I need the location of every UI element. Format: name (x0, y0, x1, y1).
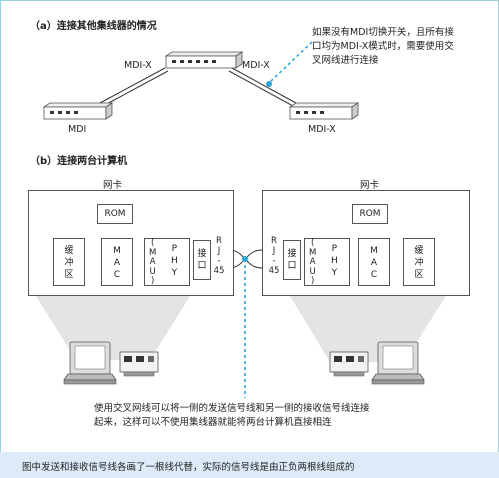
hub-top (164, 51, 244, 69)
right-rj45-char-4: 45 (268, 266, 280, 276)
left-mac-char-3: C (113, 270, 121, 280)
right-phy-char-3: Y (331, 268, 338, 278)
left-phy-char-1: P (171, 244, 178, 254)
hub-cables (99, 67, 297, 107)
right-rj45-char-1: R (271, 236, 277, 246)
right-buffer-char-2: 冲 (414, 258, 424, 268)
computer-left (63, 341, 117, 385)
right-mac-char-3: C (370, 270, 378, 280)
left-rj45-label: R J - 45 (209, 236, 229, 276)
left-buffer-char-2: 冲 (64, 258, 74, 268)
left-mau-label: ( M A U ) (149, 238, 157, 287)
right-phy-char-1: P (331, 244, 338, 254)
right-mac-char-2: A (370, 258, 378, 268)
right-buffer-box: 缓 冲 区 (403, 238, 435, 286)
left-rj45-char-2: J (217, 246, 221, 256)
right-mau-char-5: ) (311, 276, 315, 286)
right-mac-box: M A C (358, 238, 390, 286)
right-mac-label: M A C (359, 239, 389, 281)
note-b-line-2: 起来，这样可以不使用集线器就能将两台计算机直接相连 (94, 417, 332, 428)
note-b: 使用交叉网线可以将一侧的发送信号线和另一侧的接收信号线连接 起来，这样可以不使用… (94, 402, 424, 430)
right-mau-label: ( M A U ) (309, 238, 317, 287)
left-mau-char-2: M (149, 247, 157, 258)
left-mac-box: M A C (101, 238, 133, 286)
right-mau-char-3: A (309, 257, 316, 267)
right-mau-char-2: M (309, 247, 317, 258)
right-buffer-label: 缓 冲 区 (404, 239, 434, 281)
hub-right-label: MDI-X (308, 124, 336, 135)
right-rj45-char-3: - (272, 256, 276, 266)
right-rom-box: ROM (352, 204, 388, 224)
left-phy-box: ( M A U ) P H Y (144, 238, 190, 286)
left-phy-char-2: H (171, 256, 178, 266)
right-buffer-char-3: 区 (414, 270, 424, 280)
hub-top-right-label: MDI-X (242, 60, 270, 71)
right-port-box: 接 口 (283, 240, 301, 280)
figure-footer: 图中发送和接收信号线各画了一根线代替，实际的信号线是由正负两根线组成的 (0, 452, 499, 478)
right-port-char-2: 口 (287, 261, 297, 271)
left-port-char-1: 接 (197, 249, 207, 259)
right-phy-char-2: H (331, 256, 338, 266)
hub-right (288, 102, 360, 120)
left-rj45-char-1: R (216, 236, 222, 246)
left-mac-char-2: A (113, 258, 121, 268)
callout-b (242, 256, 248, 398)
left-rj45-char-4: 45 (213, 266, 225, 276)
right-mac-char-1: M (370, 246, 378, 256)
left-rom-label: ROM (104, 209, 126, 219)
right-buffer-char-1: 缓 (414, 246, 424, 256)
left-mac-label: M A C (102, 239, 132, 281)
note-b-line-1: 使用交叉网线可以将一侧的发送信号线和另一侧的接收信号线连接 (94, 403, 370, 414)
note-a-line-2: 口均为MDI-X模式时，需要使用交 (312, 41, 454, 52)
section-a-title: （a）连接其他集线器的情况 (30, 21, 157, 32)
left-mau-char-3: A (149, 257, 156, 267)
callout-a (266, 41, 313, 87)
left-buffer-char-1: 缓 (64, 246, 74, 256)
right-rom-label: ROM (359, 209, 381, 219)
left-port-box: 接 口 (193, 240, 211, 280)
section-b-title: （b）连接两台计算机 (30, 156, 128, 167)
note-a: 如果没有MDI切换开关，且所有接 口均为MDI-X模式时，需要使用交 叉网线进行… (312, 26, 492, 68)
right-rj45-label: R J - 45 (264, 236, 284, 276)
right-rj45-char-2: J (272, 246, 276, 256)
right-port-label: 接 口 (284, 241, 300, 272)
right-mau-char-4: U (309, 266, 316, 277)
left-buffer-label: 缓 冲 区 (54, 239, 84, 281)
left-phy-label: P H Y (171, 243, 178, 279)
left-projection (36, 296, 190, 360)
left-buffer-box: 缓 冲 区 (53, 238, 85, 286)
note-a-line-1: 如果没有MDI切换开关，且所有接 (312, 27, 454, 38)
left-mau-char-4: U (149, 266, 156, 277)
right-phy-box: ( M A U ) P H Y (304, 238, 350, 286)
left-nic-title: 网卡 (103, 180, 123, 191)
right-mau-char-1: ( (311, 238, 315, 248)
right-phy-label: P H Y (331, 243, 338, 279)
footer-caption: 图中发送和接收信号线各画了一根线代替，实际的信号线是由正负两根线组成的 (22, 462, 355, 473)
right-nic-title: 网卡 (360, 180, 380, 191)
left-mau-char-1: ( (151, 238, 155, 248)
left-mac-char-1: M (113, 246, 121, 256)
note-a-line-3: 叉网线进行连接 (312, 55, 379, 66)
left-rom-box: ROM (97, 204, 133, 224)
left-mau-char-5: ) (151, 276, 155, 286)
computer-right (371, 341, 425, 385)
hub-left (42, 102, 114, 120)
right-port-char-1: 接 (287, 249, 297, 259)
left-phy-char-3: Y (171, 268, 178, 278)
hub-left-label: MDI (68, 124, 87, 135)
nic-card-right (329, 351, 369, 377)
left-rj45-char-3: - (217, 256, 221, 266)
hub-top-label: MDI-X (124, 60, 152, 71)
left-port-char-2: 口 (197, 261, 207, 271)
nic-card-left (119, 351, 159, 377)
left-port-label: 接 口 (194, 241, 210, 272)
left-buffer-char-3: 区 (64, 270, 74, 280)
